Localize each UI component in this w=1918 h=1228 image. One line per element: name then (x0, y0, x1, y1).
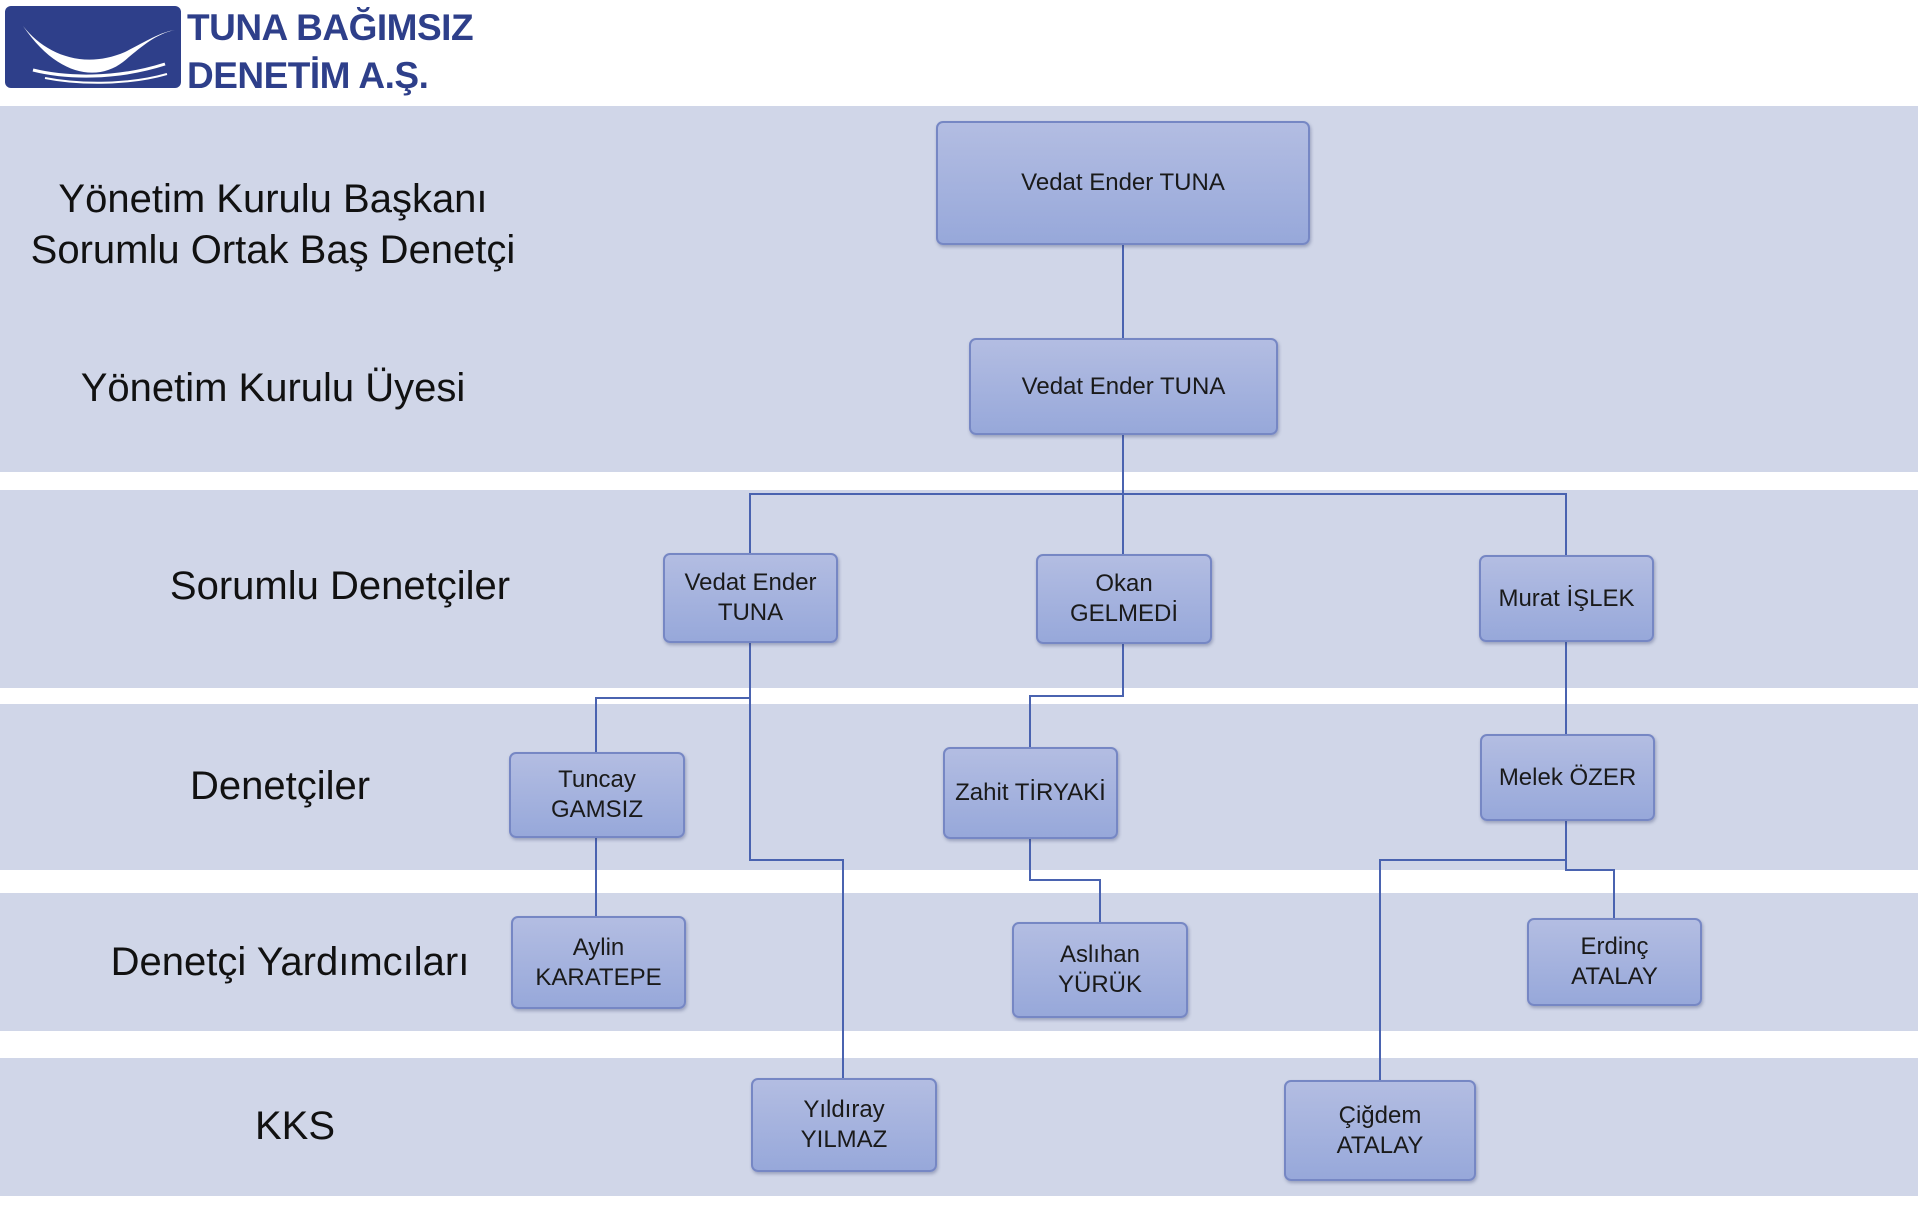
connector-melek-cigdem (1379, 820, 1567, 1080)
node-zahit: Zahit TİRYAKİ (943, 747, 1118, 839)
lane-label-board-member: Yönetim Kurulu Üyesi (80, 365, 466, 410)
lane-label-auditors: Denetçiler (189, 763, 371, 808)
connector-to-auditor-vedat (749, 493, 1123, 554)
connector-to-auditor-murat (1123, 493, 1567, 556)
band-kks (0, 1058, 1918, 1196)
node-aslihan: Aslıhan YÜRÜK (1012, 922, 1188, 1018)
node-auditor-okan: Okan GELMEDİ (1036, 554, 1212, 644)
node-yildiray: Yıldıray YILMAZ (751, 1078, 937, 1172)
node-board-member: Vedat Ender TUNA (969, 338, 1278, 435)
node-aylin: Aylin KARATEPE (511, 916, 686, 1009)
connector-melek-erdinc (1565, 820, 1615, 918)
node-erdinc: Erdinç ATALAY (1527, 918, 1702, 1006)
company-name-line1: TUNA BAĞIMSIZ (187, 7, 474, 48)
company-name-line2: DENETİM A.Ş. (187, 55, 429, 96)
company-name: TUNA BAĞIMSIZ DENETİM A.Ş. (187, 4, 474, 100)
node-chairman: Vedat Ender TUNA (936, 121, 1310, 245)
bird-logo-icon (5, 6, 181, 88)
node-cigdem: Çiğdem ATALAY (1284, 1080, 1476, 1181)
node-tuncay: Tuncay GAMSIZ (509, 752, 685, 838)
lane-label-responsible-auditors: Sorumlu Denetçiler (169, 563, 511, 608)
connector-vedat-yildiray (749, 698, 844, 1078)
connector-vedat-tuncay (595, 642, 751, 752)
company-logo: TUNA BAĞIMSIZ DENETİM A.Ş. (5, 4, 474, 98)
connector-zahit-aslihan (1029, 838, 1101, 922)
node-melek: Melek ÖZER (1480, 734, 1655, 821)
lane-label-kks: KKS (254, 1103, 336, 1148)
node-auditor-vedat: Vedat Ender TUNA (663, 553, 838, 643)
node-auditor-murat: Murat İŞLEK (1479, 555, 1654, 642)
connector-okan-zahit (1029, 644, 1124, 748)
lane-label-assistant-auditors: Denetçi Yardımcıları (110, 939, 470, 984)
lane-label-chairman: Yönetim Kurulu Başkanı Sorumlu Ortak Baş… (30, 177, 516, 272)
